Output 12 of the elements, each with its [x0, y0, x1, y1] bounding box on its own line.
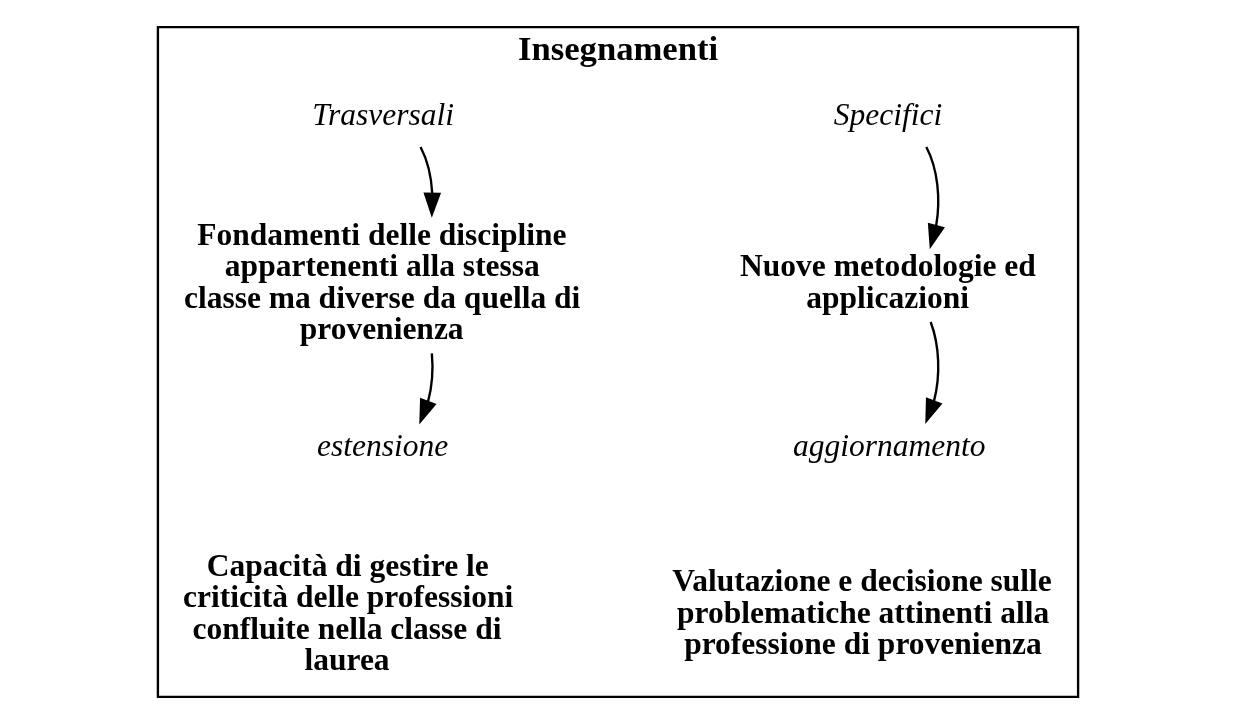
- node-text: Valutazione e decisione sulle problematiche attinenti alla professione di provenienza: [671, 563, 1052, 662]
- arrow: [924, 321, 942, 424]
- arrow: [419, 146, 441, 218]
- node-text: Trasversali: [311, 96, 454, 132]
- node-text: aggiornamento: [792, 427, 985, 463]
- node-text: Capacità di gestire le criticità delle professioni confluite nella classe di laurea: [182, 547, 513, 678]
- node-text: Nuove metodologie ed applicazioni: [739, 248, 1036, 315]
- node-text: Specifici: [833, 96, 942, 132]
- arrow: [418, 353, 437, 425]
- node-text: Fondamenti delle discipline appartenenti alla stessa classe ma diverse da quella di provenienza: [183, 216, 580, 347]
- node-text: estensione: [316, 427, 448, 463]
- arrow: [924, 146, 945, 250]
